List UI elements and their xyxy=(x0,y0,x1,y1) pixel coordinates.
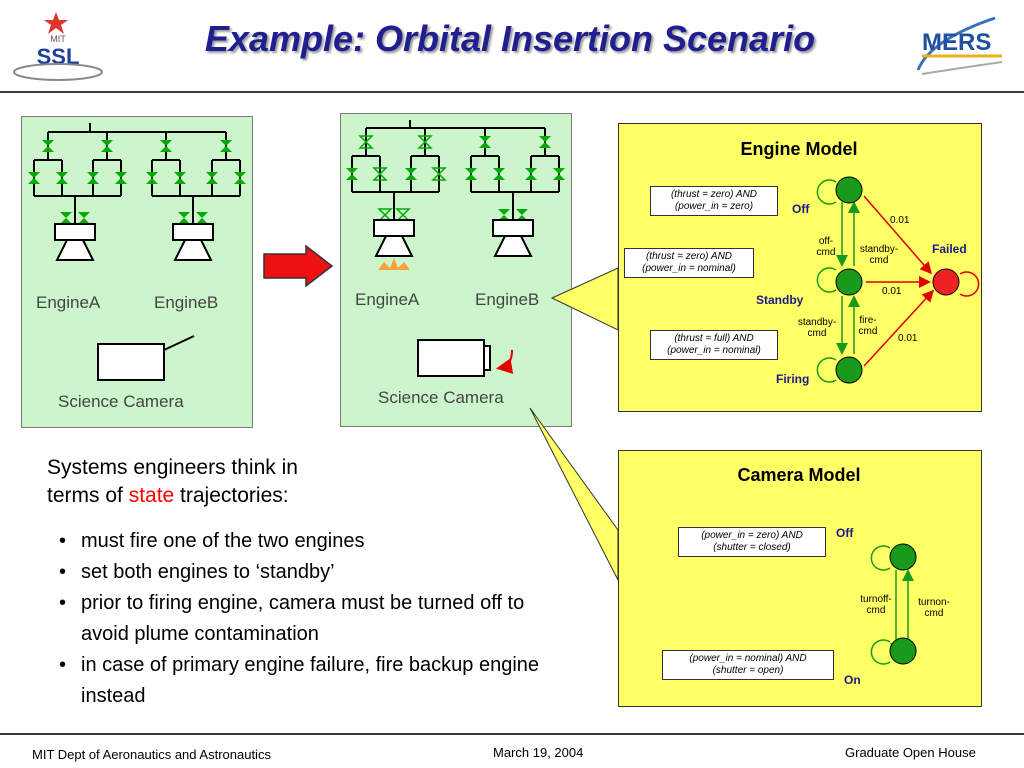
bullet-item: must fire one of the two engines xyxy=(51,526,551,557)
bullet-item: in case of primary engine failure, fire … xyxy=(51,650,551,712)
camera-cond-on: (power_in = nominal) AND(shutter = open) xyxy=(662,650,834,680)
engine-state-failed xyxy=(932,268,960,296)
camera-left-graphic xyxy=(97,335,195,381)
engine-b-nozzle-right xyxy=(492,219,534,257)
transition-standby-cmd-down: standby-cmd xyxy=(797,317,837,339)
transition-fire-cmd: fire-cmd xyxy=(858,315,878,337)
svg-text:MIT: MIT xyxy=(50,34,66,44)
footer-left: MIT Dept of Aeronautics and Astronautics xyxy=(32,747,271,762)
engine-a-label-right: EngineA xyxy=(355,290,420,309)
engine-b-label-left: EngineB xyxy=(154,293,219,312)
transition-off-cmd: off-cmd xyxy=(816,236,836,258)
header-divider xyxy=(0,91,1024,93)
camera-model-graph xyxy=(870,543,917,665)
engine-label-firing: Firing xyxy=(776,372,810,386)
camera-label-right: Science Camera xyxy=(378,388,504,407)
bullet-item: prior to firing engine, camera must be t… xyxy=(51,588,551,650)
engine-cond-standby: (thrust = zero) AND(power_in = nominal) xyxy=(624,248,754,278)
camera-label-off: Off xyxy=(836,526,854,540)
right-valves xyxy=(346,135,565,222)
engine-state-standby xyxy=(835,268,863,296)
engine-label-failed: Failed xyxy=(932,242,967,256)
state-highlight: state xyxy=(128,484,175,507)
page-title: Example: Orbital Insertion Scenario xyxy=(204,18,816,59)
engine-label-standby: Standby xyxy=(756,293,804,307)
intro-line-2: terms of state trajectories: xyxy=(47,484,289,507)
camera-turnoff-arrow xyxy=(496,349,514,374)
camera-label-on: On xyxy=(844,673,861,687)
engine-cond-firing: (thrust = full) AND(power_in = nominal) xyxy=(650,330,778,360)
prob-standby-failed: 0.01 xyxy=(882,286,902,297)
engine-a-nozzle-left xyxy=(54,223,96,261)
prob-off-failed: 0.01 xyxy=(890,215,910,226)
engine-b-nozzle-left xyxy=(172,223,214,261)
bullet-list: must fire one of the two engines set bot… xyxy=(51,526,551,712)
engine-state-off xyxy=(835,176,863,204)
footer-right: Graduate Open House xyxy=(845,745,976,760)
engine-callout xyxy=(550,267,619,331)
camera-right-graphic xyxy=(417,339,491,377)
engine-a-nozzle-right xyxy=(373,219,415,257)
intro-text: Systems engineers think in terms of stat… xyxy=(47,454,547,510)
camera-model-title: Camera Model xyxy=(737,465,861,485)
transition-turnon-cmd: turnon-cmd xyxy=(918,597,950,619)
camera-cond-off: (power_in = zero) AND(shutter = closed) xyxy=(678,527,826,557)
engine-state-firing xyxy=(835,356,863,384)
footer-divider xyxy=(0,733,1024,735)
right-plumbing xyxy=(351,120,560,226)
left-valves xyxy=(28,140,246,224)
engine-b-label-right: EngineB xyxy=(475,290,540,309)
mers-logo: MERS xyxy=(910,10,1010,80)
footer-center: March 19, 2004 xyxy=(493,745,584,760)
engine-a-label-left: EngineA xyxy=(36,293,101,312)
engine-model-title: Engine Model xyxy=(740,139,858,159)
bullet-item: set both engines to ‘standby’ xyxy=(51,557,551,588)
transition-turnoff-cmd: turnoff-cmd xyxy=(860,594,892,616)
camera-state-on xyxy=(889,637,917,665)
engine-label-off: Off xyxy=(792,202,810,216)
prob-firing-failed: 0.01 xyxy=(898,333,918,344)
camera-callout xyxy=(529,407,619,581)
intro-line-1: Systems engineers think in xyxy=(47,456,298,479)
engine-cond-off: (thrust = zero) AND(power_in = zero) xyxy=(650,186,778,216)
svg-text:MERS: MERS xyxy=(922,29,991,56)
mit-ssl-logo: MIT SSL xyxy=(8,8,108,86)
transition-standby-cmd-up: standby-cmd xyxy=(859,244,899,266)
camera-label-left: Science Camera xyxy=(58,392,184,411)
engine-plume xyxy=(378,258,410,270)
camera-state-off xyxy=(889,543,917,571)
engine-model-graph xyxy=(816,176,980,384)
transition-arrow xyxy=(263,244,334,288)
